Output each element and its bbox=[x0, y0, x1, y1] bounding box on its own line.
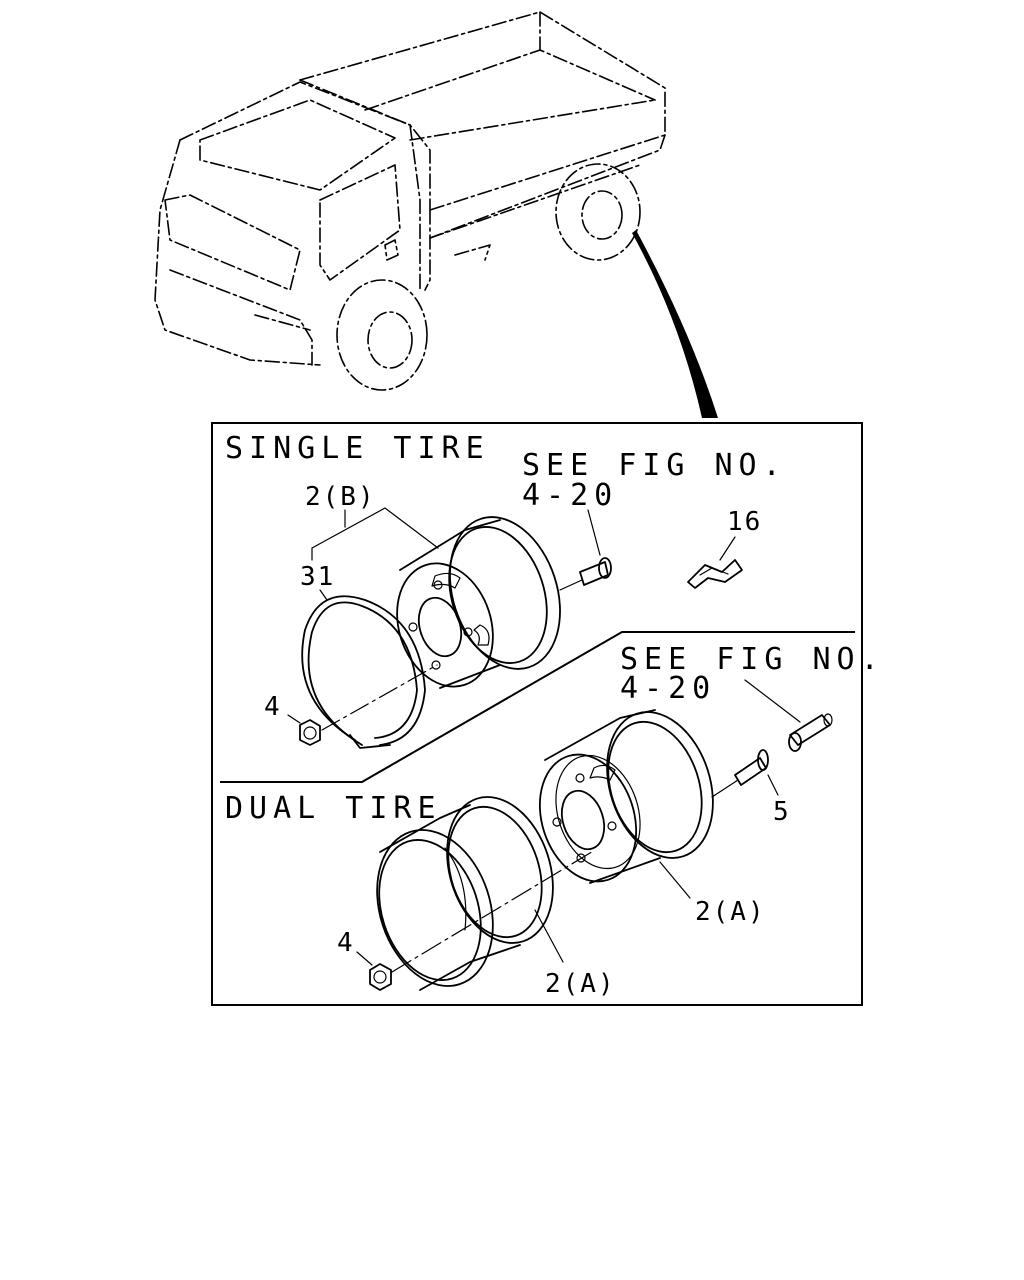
callout-2a-outer: 2(A) bbox=[545, 969, 616, 999]
callout-2a-inner: 2(A) bbox=[695, 897, 766, 927]
leader-31 bbox=[319, 589, 328, 601]
pointer-arrow bbox=[632, 230, 718, 418]
clip-16 bbox=[687, 559, 743, 589]
dual-tire-title: DUAL TIRE bbox=[225, 791, 442, 826]
parts-frame bbox=[211, 422, 863, 1006]
truck-illustration bbox=[154, 11, 666, 391]
single-see-fig-line2: 4-20 bbox=[522, 478, 618, 513]
single-see-fig-line1: SEE FIG NO. bbox=[522, 448, 787, 483]
dual-see-fig-line1: SEE FIG NO. bbox=[620, 642, 885, 677]
dual-see-fig-line2: 4-20 bbox=[620, 671, 716, 706]
valve-5 bbox=[734, 749, 769, 786]
leader-4-dual bbox=[356, 951, 373, 966]
dual-inner-wheel-2a bbox=[538, 709, 714, 884]
leader-16 bbox=[719, 536, 736, 561]
callout-4-single: 4 bbox=[264, 692, 282, 722]
nut-4-dual bbox=[369, 963, 392, 991]
callout-16: 16 bbox=[727, 507, 762, 537]
valve-extension bbox=[788, 713, 833, 752]
callout-5: 5 bbox=[773, 797, 791, 827]
callout-4-dual: 4 bbox=[337, 928, 355, 958]
leader-4-single bbox=[287, 714, 301, 724]
single-tire-title: SINGLE TIRE bbox=[225, 431, 490, 466]
valve-single bbox=[579, 557, 612, 586]
leader-2a-inner bbox=[659, 861, 691, 899]
nut-4-single bbox=[299, 719, 321, 746]
section-divider bbox=[220, 631, 855, 783]
leader-5 bbox=[767, 774, 779, 796]
callout-2b: 2(B) bbox=[305, 482, 376, 512]
callout-31: 31 bbox=[300, 562, 335, 592]
leader-2a-outer bbox=[534, 909, 564, 963]
dual-outer-wheel-2a bbox=[376, 796, 554, 991]
lock-ring-31 bbox=[301, 595, 426, 749]
leader-dual-see-fig bbox=[744, 679, 801, 723]
leader-2b bbox=[311, 507, 439, 561]
single-wheel-2b bbox=[396, 516, 561, 689]
leader-single-see-fig bbox=[587, 509, 601, 556]
